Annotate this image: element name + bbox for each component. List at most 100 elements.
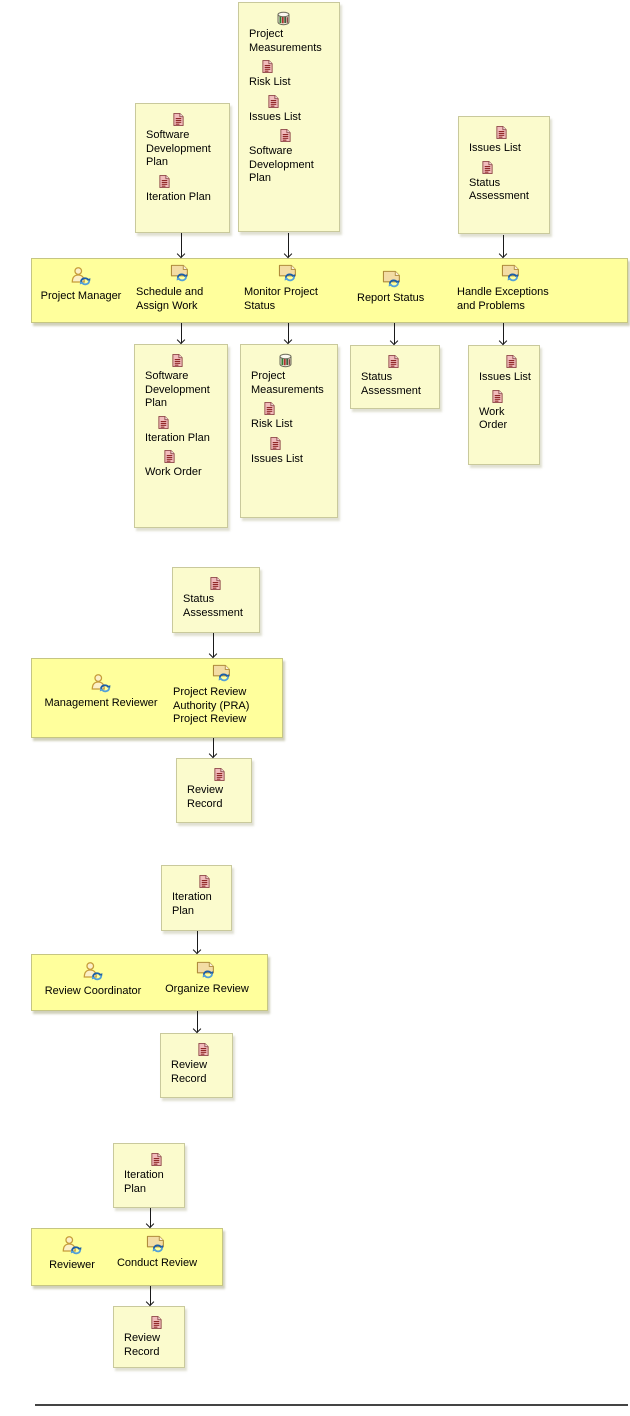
artifact-box-output-review-record-1: Review Record (176, 758, 252, 823)
artifact-item[interactable]: Iteration Plan (120, 1152, 178, 1196)
artifact-item[interactable]: Review Record (120, 1315, 178, 1359)
artifact-label: Review Record (171, 1059, 208, 1085)
activity-icon (500, 264, 524, 284)
artifact-item[interactable]: Risk List (245, 59, 333, 90)
activity-label: Monitor Project Status (244, 286, 318, 312)
document-icon (268, 94, 279, 108)
activity-label: Schedule and Assign Work (136, 286, 204, 312)
artifact-box-output-issues: Issues List Work Order (468, 345, 540, 465)
artifact-box-output-status: Status Assessment (350, 345, 440, 409)
role-band-reviewer: Reviewer Conduct Review (31, 1228, 223, 1286)
role-management-reviewer[interactable]: Management Reviewer (38, 673, 164, 711)
artifact-box-input-iteration-plan-2: Iteration Plan (113, 1143, 185, 1208)
artifact-label: Risk List (249, 76, 291, 88)
artifact-item[interactable]: Review Record (183, 767, 245, 811)
role-review-coordinator[interactable]: Review Coordinator (38, 961, 148, 999)
role-band-project-manager: Project Manager Schedule and Assign Work… (31, 258, 628, 323)
document-icon (158, 415, 169, 429)
artifact-label: Software Development Plan (146, 129, 211, 168)
artifact-label: Project Measurements (249, 28, 322, 54)
artifact-item[interactable]: Status Assessment (179, 576, 253, 620)
document-icon (482, 160, 493, 174)
flow-arrow (209, 738, 218, 758)
artifact-box-output-measurements: Project Measurements Risk List Issues Li… (240, 344, 338, 518)
document-icon (151, 1152, 162, 1167)
artifact-item[interactable]: Work Order (475, 389, 533, 433)
document-icon (199, 874, 210, 889)
artifact-item[interactable]: Project Measurements (247, 353, 331, 397)
activity-handle-exceptions-and-problems[interactable]: Handle Exceptions and Problems (457, 264, 567, 313)
artifact-label: Software Development Plan (249, 145, 314, 184)
document-icon (506, 354, 517, 369)
artifact-item[interactable]: Issues List (465, 125, 543, 156)
document-icon (262, 59, 273, 74)
document-icon (172, 353, 183, 368)
artifact-label: Work Order (479, 405, 508, 432)
artifact-item[interactable]: Software Development Plan (141, 353, 221, 411)
flow-arrow (499, 235, 508, 258)
artifact-item[interactable]: Software Development Plan (245, 128, 333, 186)
activity-icon (169, 264, 193, 284)
flow-arrow (193, 931, 202, 954)
artifact-item[interactable]: Issues List (245, 94, 333, 125)
role-icon (89, 673, 113, 695)
document-icon (496, 125, 507, 140)
activity-monitor-project-status[interactable]: Monitor Project Status (244, 264, 334, 313)
activity-conduct-review[interactable]: Conduct Review (112, 1235, 202, 1271)
artifact-label: Iteration Plan (145, 431, 210, 444)
artifact-item[interactable]: Issues List (247, 436, 331, 467)
artifact-item[interactable]: Status Assessment (465, 160, 543, 204)
activity-organize-review[interactable]: Organize Review (159, 961, 255, 997)
artifact-box-input-status-assessment: Status Assessment (172, 567, 260, 633)
flow-arrow (499, 323, 508, 345)
flow-arrow (284, 323, 293, 344)
artifact-item[interactable]: Software Development Plan (142, 112, 223, 170)
artifact-item[interactable]: Iteration Plan (142, 174, 223, 205)
activity-project-review-authority[interactable]: Project Review Authority (PRA) Project R… (173, 664, 273, 727)
artifact-item[interactable]: Project Measurements (245, 11, 333, 55)
artifact-label: Project Measurements (251, 370, 324, 396)
measurement-database-icon (277, 11, 290, 26)
artifact-box-output-plans: Software Development Plan Iteration Plan… (134, 344, 228, 528)
role-label: Review Coordinator (44, 985, 142, 997)
artifact-box-output-review-record-3: Review Record (113, 1306, 185, 1368)
document-icon (210, 576, 221, 591)
artifact-item[interactable]: Iteration Plan (141, 415, 221, 446)
phase-separator-line (35, 1404, 628, 1406)
artifact-label: Risk List (251, 418, 293, 430)
activity-report-status[interactable]: Report Status (357, 270, 429, 306)
artifact-label: Status Assessment (183, 593, 243, 619)
activity-icon (145, 1235, 169, 1255)
document-icon (164, 449, 175, 464)
document-icon (214, 767, 225, 782)
artifact-label: Review Record (124, 1332, 161, 1358)
artifact-label: Issues List (469, 142, 521, 154)
role-icon (81, 961, 105, 983)
artifact-box-input-iteration-plan-1: Iteration Plan (161, 865, 232, 931)
artifact-item[interactable]: Work Order (141, 449, 221, 480)
artifact-item[interactable]: Risk List (247, 401, 331, 432)
role-icon (60, 1235, 84, 1257)
artifact-label: Iteration Plan (172, 891, 212, 917)
artifact-item[interactable]: Status Assessment (357, 354, 433, 398)
document-icon (280, 128, 291, 143)
activity-schedule-and-assign-work[interactable]: Schedule and Assign Work (136, 264, 226, 313)
flow-arrow (390, 323, 399, 345)
role-icon (69, 266, 93, 288)
flow-arrow (284, 233, 293, 258)
artifact-label: Review Record (187, 784, 224, 810)
artifact-label: Work Order (145, 466, 202, 478)
role-reviewer[interactable]: Reviewer (42, 1235, 102, 1273)
artifact-item[interactable]: Iteration Plan (168, 874, 225, 918)
flow-arrow (177, 323, 186, 344)
document-icon (151, 1315, 162, 1330)
artifact-label: Software Development Plan (145, 370, 210, 409)
activity-label: Report Status (357, 292, 425, 304)
artifact-item[interactable]: Issues List (475, 354, 533, 385)
flow-arrow (209, 633, 218, 658)
artifact-item[interactable]: Review Record (167, 1042, 226, 1086)
role-project-manager[interactable]: Project Manager (37, 266, 125, 304)
document-icon (492, 389, 503, 403)
measurement-database-icon (279, 353, 292, 368)
